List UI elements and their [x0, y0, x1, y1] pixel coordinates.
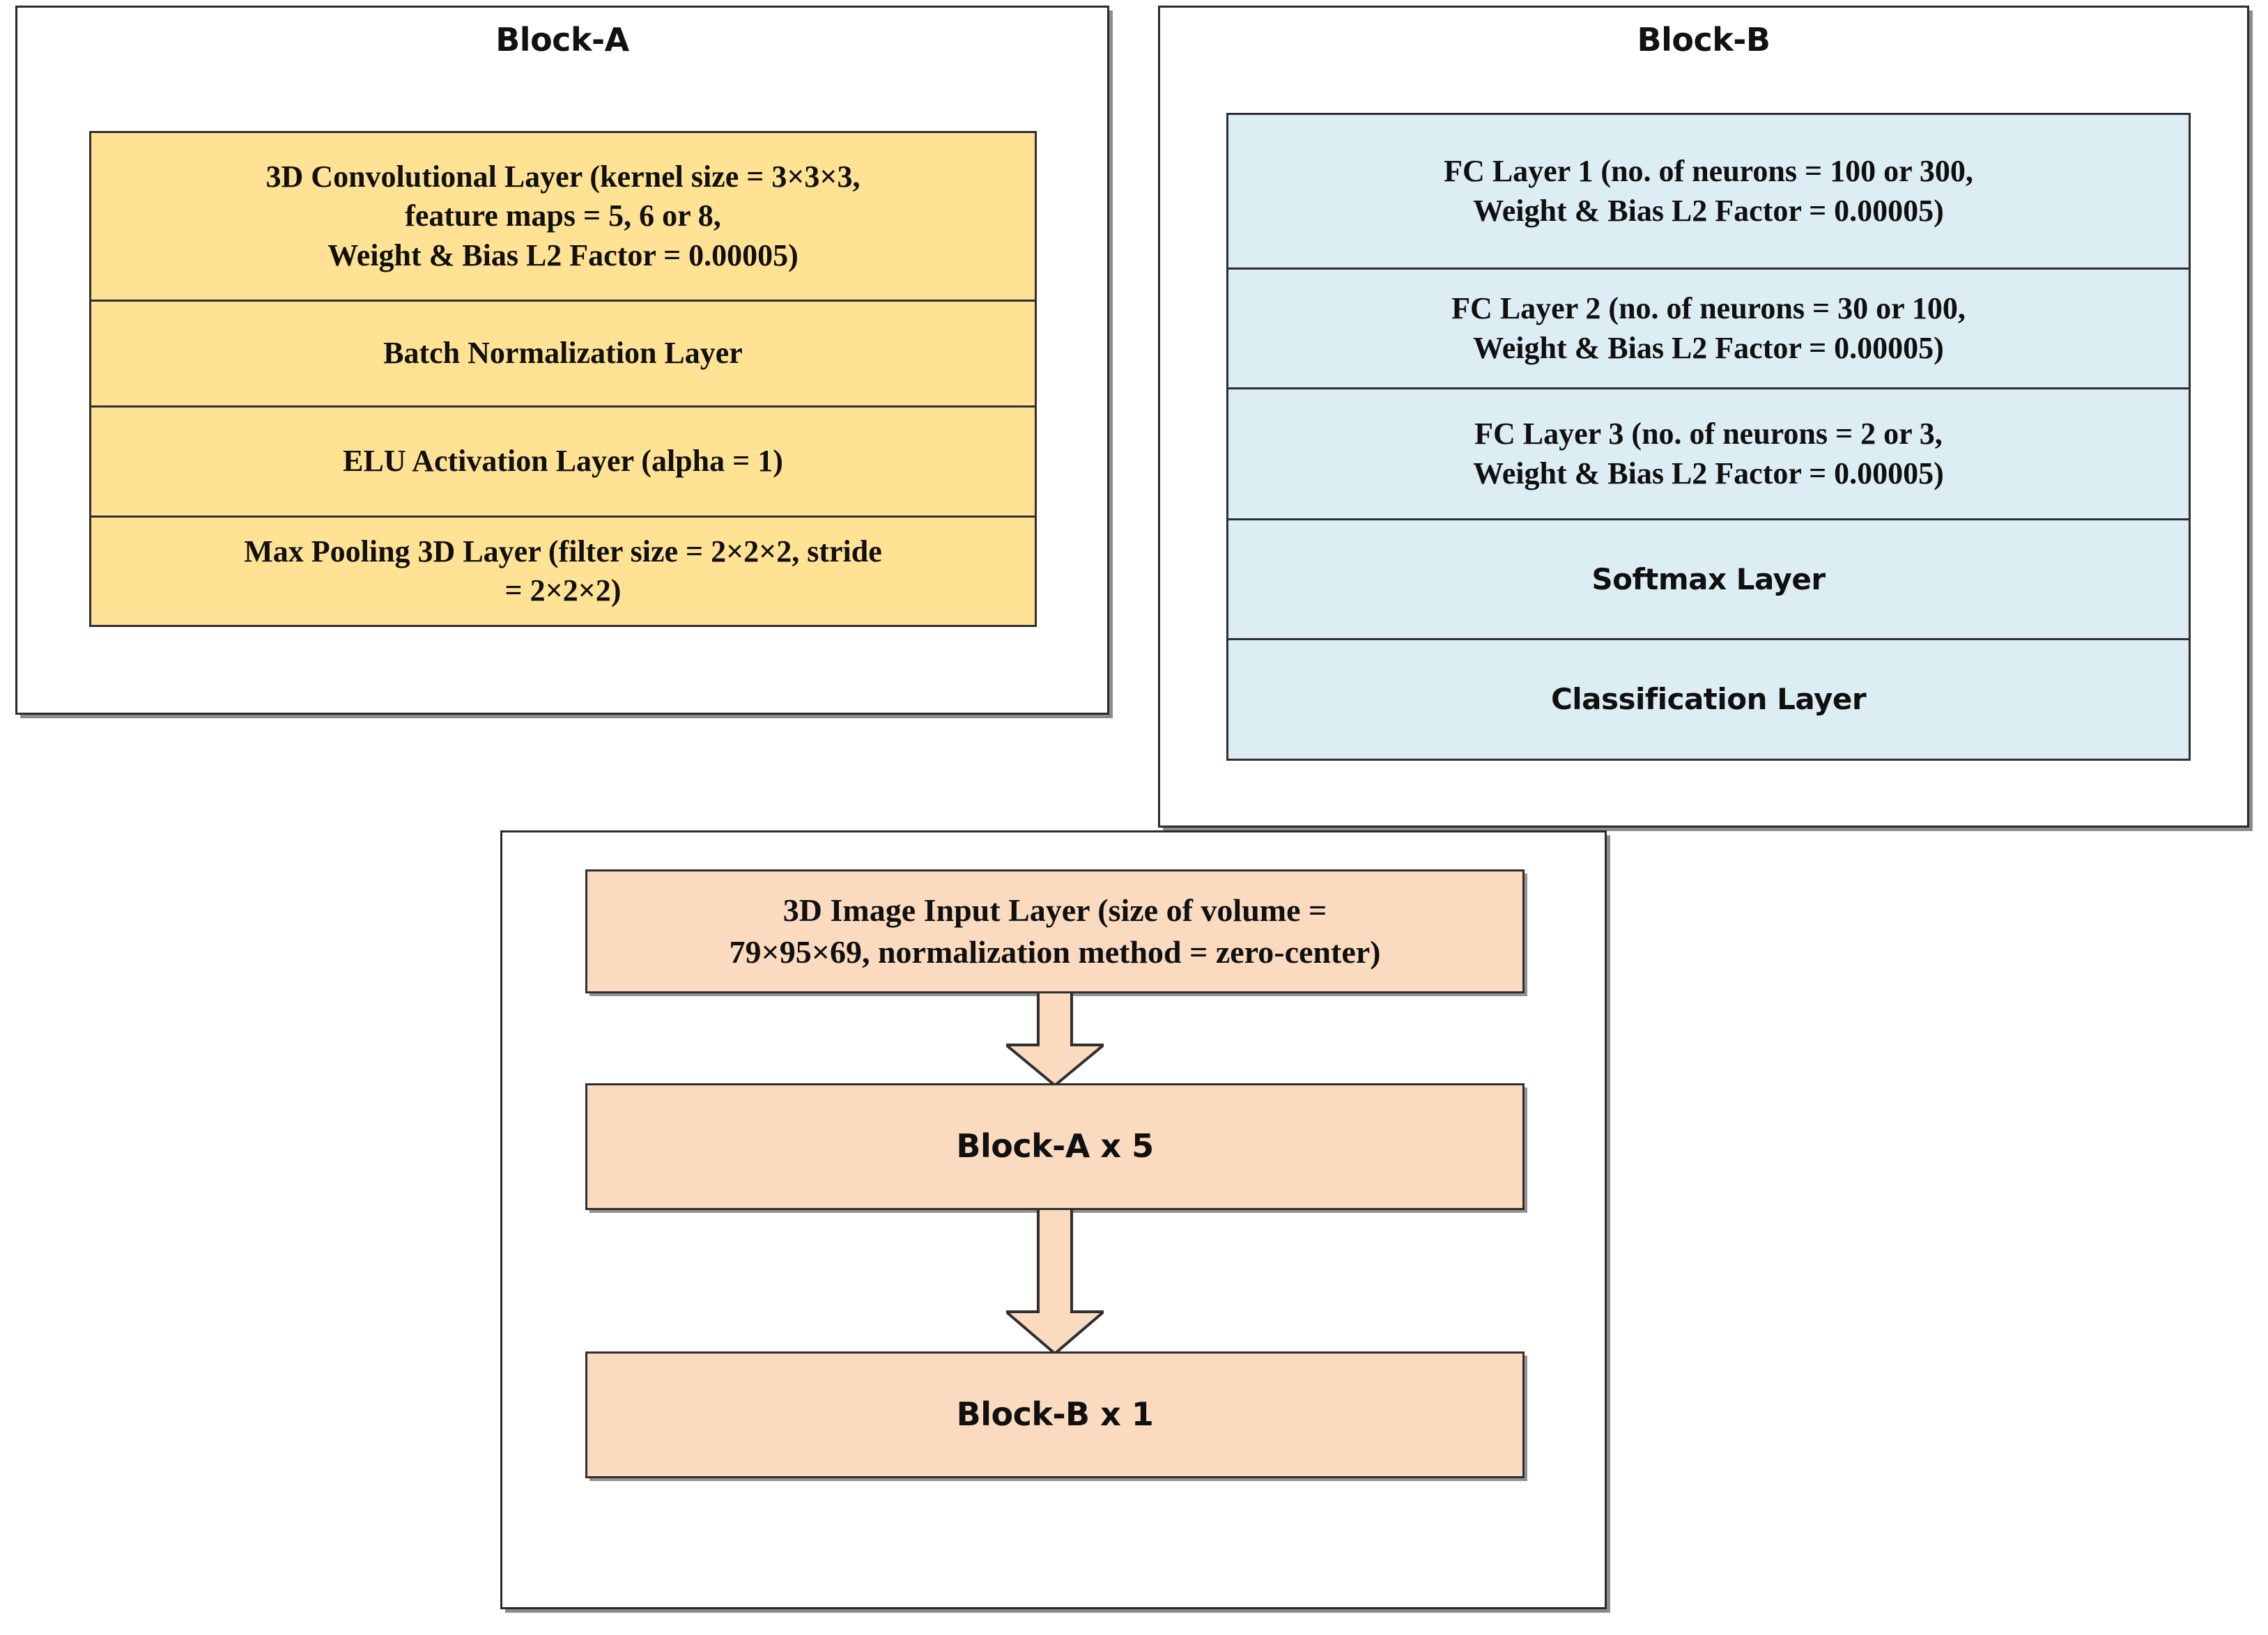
layer-fc-1-line-2: Weight & Bias L2 Factor = 0.00005): [1473, 193, 1944, 228]
layer-fc-3-line-1: FC Layer 3 (no. of neurons = 2 or 3,: [1474, 417, 1943, 451]
pipeline-node-block-a-repeat-label: Block-A x 5: [956, 1127, 1154, 1165]
down-arrow-icon-1: [1006, 992, 1104, 1085]
layer-elu-activation: ELU Activation Layer (alpha = 1): [89, 405, 1037, 516]
layer-fc-2-line-1: FC Layer 2 (no. of neurons = 30 or 100,: [1451, 291, 1966, 326]
layer-classification: Classification Layer: [1226, 638, 2191, 761]
layer-conv3d-line-2: feature maps = 5, 6 or 8,: [405, 199, 721, 233]
pipeline-node-image-input-layer-line-1: 3D Image Input Layer (size of volume =: [782, 892, 1327, 929]
layer-elu-activation-line-1: ELU Activation Layer (alpha = 1): [343, 444, 783, 479]
block-b-layer-stack: FC Layer 1 (no. of neurons = 100 or 300,…: [1226, 113, 2191, 761]
layer-fc-2-line-2: Weight & Bias L2 Factor = 0.00005): [1473, 330, 1944, 365]
layer-softmax-line-1: Softmax Layer: [1591, 561, 1826, 596]
layer-max-pooling-3d-line-2: = 2×2×2): [504, 573, 622, 607]
down-arrow-icon-2: [1006, 1209, 1104, 1354]
layer-softmax: Softmax Layer: [1226, 518, 2191, 638]
layer-classification-line-1: Classification Layer: [1550, 682, 1867, 717]
layer-conv3d-line-3: Weight & Bias L2 Factor = 0.00005): [327, 238, 799, 272]
layer-fc-1: FC Layer 1 (no. of neurons = 100 or 300,…: [1226, 113, 2191, 268]
block-b-title: Block-B: [1637, 21, 1771, 59]
layer-fc-3: FC Layer 3 (no. of neurons = 2 or 3, Wei…: [1226, 387, 2191, 518]
block-a-layer-stack: 3D Convolutional Layer (kernel size = 3×…: [89, 131, 1037, 627]
layer-batch-normalization-line-1: Batch Normalization Layer: [383, 336, 743, 371]
layer-fc-2: FC Layer 2 (no. of neurons = 30 or 100, …: [1226, 268, 2191, 387]
pipeline-node-image-input-layer-line-2: 79×95×69, normalization method = zero-ce…: [729, 934, 1381, 970]
layer-fc-3-line-2: Weight & Bias L2 Factor = 0.00005): [1473, 456, 1944, 490]
pipeline-node-image-input-layer: 3D Image Input Layer (size of volume = 7…: [585, 869, 1525, 993]
layer-batch-normalization: Batch Normalization Layer: [89, 300, 1037, 405]
layer-conv3d-line-1: 3D Convolutional Layer (kernel size = 3×…: [265, 160, 861, 194]
layer-fc-1-line-1: FC Layer 1 (no. of neurons = 100 or 300,: [1444, 154, 1973, 189]
layer-max-pooling-3d-line-1: Max Pooling 3D Layer (filter size = 2×2×…: [244, 534, 882, 568]
layer-max-pooling-3d: Max Pooling 3D Layer (filter size = 2×2×…: [89, 516, 1037, 627]
block-a-title: Block-A: [495, 21, 629, 59]
pipeline-node-block-b-repeat: Block-B x 1: [585, 1351, 1525, 1478]
pipeline-node-block-a-repeat: Block-A x 5: [585, 1083, 1525, 1210]
layer-conv3d: 3D Convolutional Layer (kernel size = 3×…: [89, 131, 1037, 300]
pipeline-node-block-b-repeat-label: Block-B x 1: [956, 1395, 1154, 1434]
